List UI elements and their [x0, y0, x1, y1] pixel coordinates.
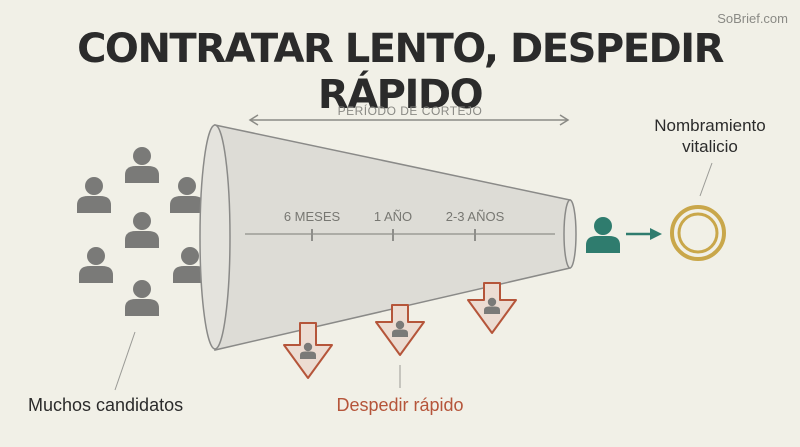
watermark: SoBrief.com	[717, 11, 788, 26]
person-icon	[125, 147, 159, 183]
exit-arrows	[283, 282, 517, 379]
person-icon	[125, 212, 159, 248]
fire-fast-label: Despedir rápido	[336, 395, 464, 415]
timeline-label-1-year: 1 AÑO	[373, 209, 413, 224]
timeline-label-2-3-years: 2-3 AÑOS	[445, 209, 505, 224]
period-label: PERÍODO DE CORTEJO	[337, 104, 483, 118]
candidates-group	[77, 147, 207, 316]
timeline-label-6-months: 6 MESES	[283, 209, 341, 224]
funnel	[199, 124, 577, 351]
person-icon	[125, 280, 159, 316]
candidates-label: Muchos candidatos	[28, 395, 184, 415]
down-arrow-icon	[283, 322, 333, 379]
page-title: CONTRATAR LENTO, DESPEDIR RÁPIDO	[77, 26, 724, 118]
tenure-label: Nombramiento vitalicio	[654, 116, 766, 156]
timeline	[245, 229, 555, 241]
down-arrow-icon	[375, 304, 425, 356]
person-icon	[79, 247, 113, 283]
period-arrow	[248, 114, 570, 126]
person-icon	[77, 177, 111, 213]
to-tenure-arrow	[626, 228, 662, 240]
tenure-leader-line	[699, 162, 713, 197]
down-arrow-icon	[467, 282, 517, 334]
ring-icon	[670, 205, 726, 261]
hired-person-icon	[586, 217, 620, 253]
person-icon	[170, 177, 204, 213]
candidates-leader-line	[114, 331, 136, 391]
